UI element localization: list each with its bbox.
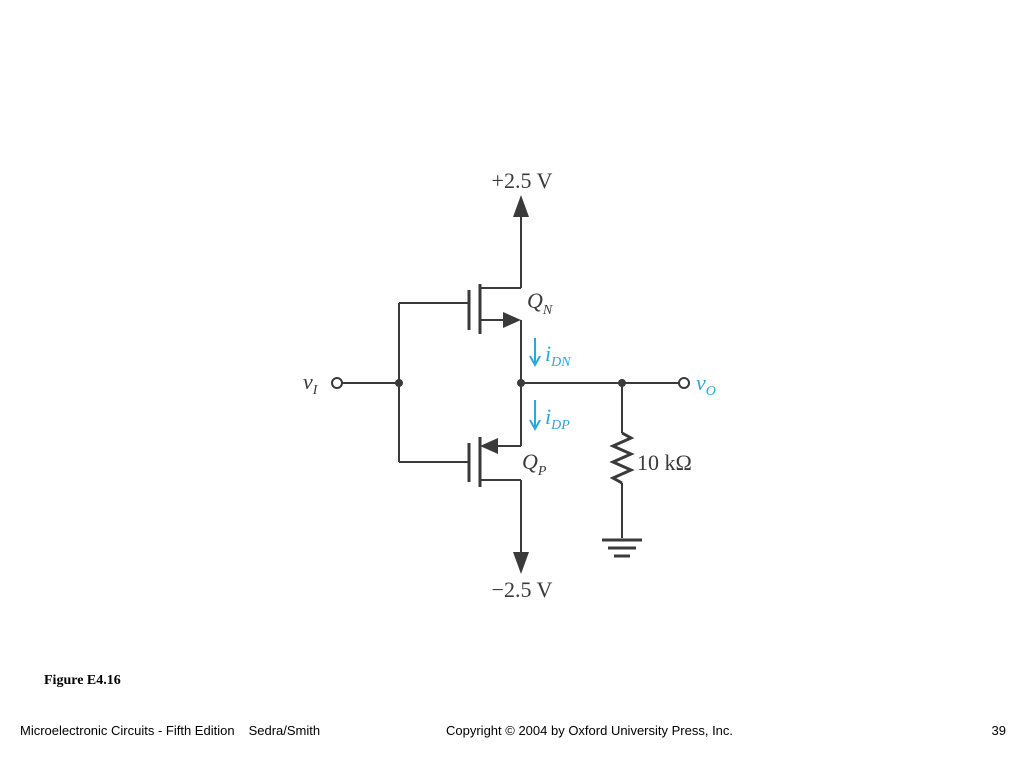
idp-label: iDP (545, 404, 570, 433)
footer-page-number: 39 (991, 723, 1006, 738)
load-resistor: 10 kΩ (609, 383, 692, 538)
vout-label: vO (696, 370, 716, 399)
negative-supply-label: −2.5 V (492, 577, 553, 602)
idn-label: iDN (545, 341, 571, 370)
ground-icon (602, 538, 642, 558)
current-arrow-idp: iDP (529, 400, 570, 433)
nmos-transistor-qn: QN (467, 284, 553, 383)
output-network: vO (517, 370, 716, 399)
negative-supply: −2.5 V (492, 480, 553, 602)
input-terminal (331, 377, 343, 389)
footer-book-info: Microelectronic Circuits - Fifth Edition… (20, 723, 320, 738)
qp-label: QP (522, 449, 547, 479)
figure-caption: Figure E4.16 (44, 673, 121, 688)
footer-copyright: Copyright © 2004 by Oxford University Pr… (446, 723, 734, 738)
positive-supply: +2.5 V (492, 168, 553, 288)
positive-supply-label: +2.5 V (492, 168, 553, 193)
current-arrow-idn: iDN (529, 338, 571, 370)
footer-book-title: Microelectronic Circuits - Fifth Edition (20, 723, 235, 738)
resistor-label: 10 kΩ (637, 450, 692, 475)
pmos-transistor-qp: QP (467, 383, 547, 487)
vin-label: vI (303, 369, 319, 398)
footer-authors: Sedra/Smith (248, 723, 321, 738)
input-network: vI (303, 302, 469, 463)
output-terminal (678, 377, 690, 389)
qn-label: QN (527, 288, 553, 318)
